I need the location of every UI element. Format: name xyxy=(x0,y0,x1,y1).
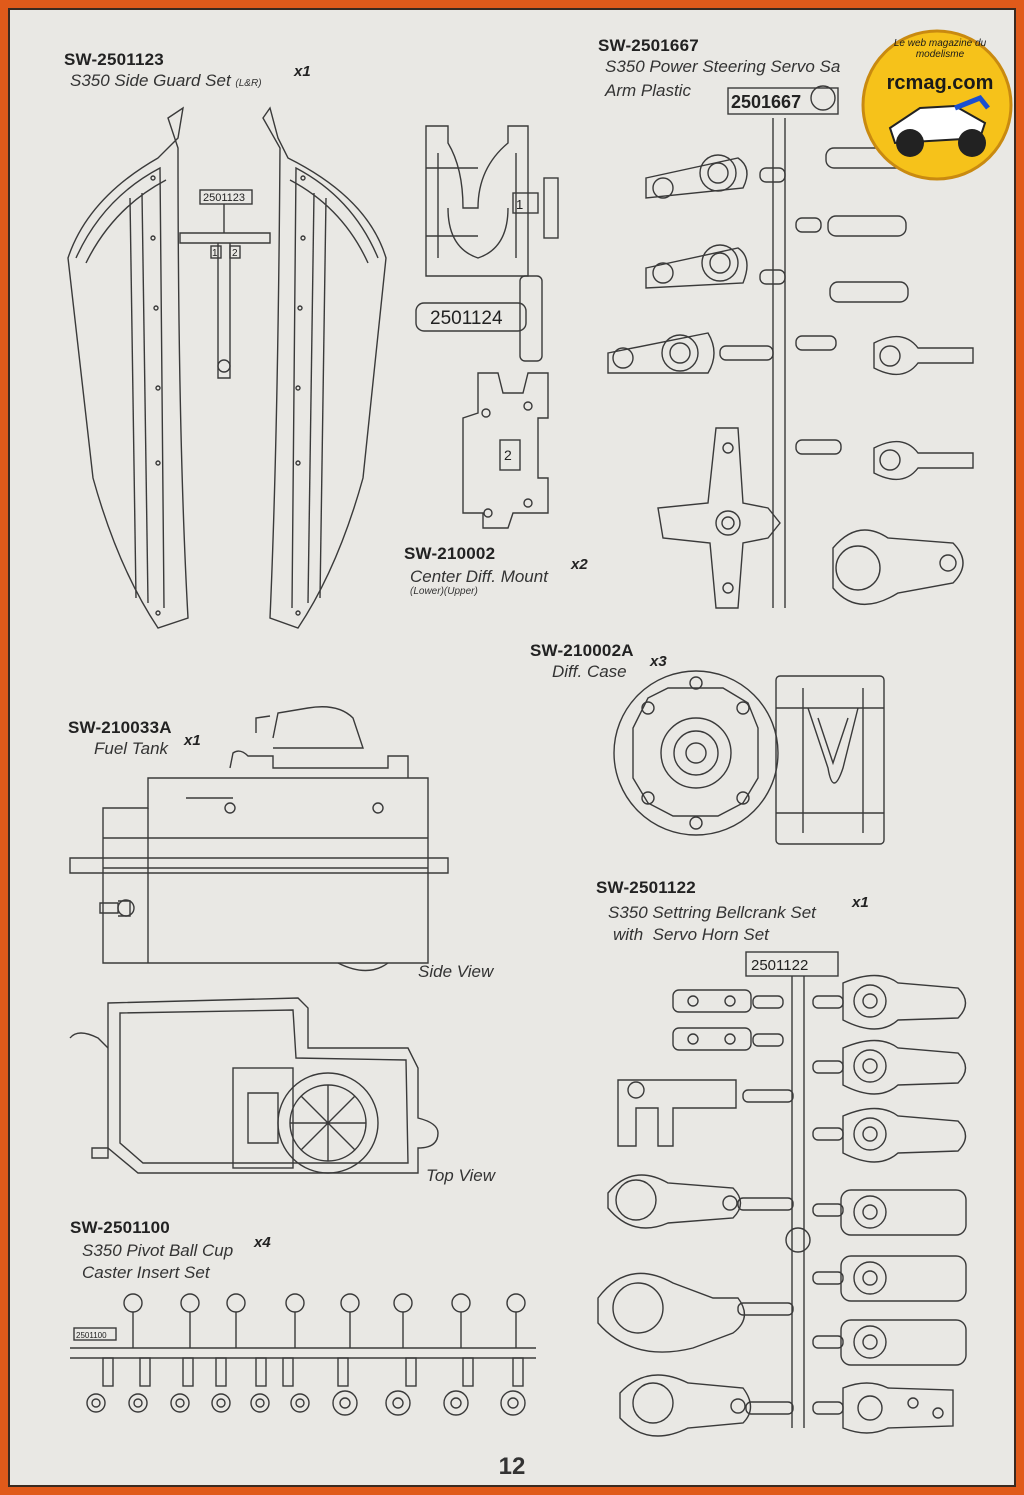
fuel-tank-top-view-label: Top View xyxy=(426,1166,495,1185)
diff-mount-part-num-1: 1 xyxy=(516,197,523,212)
page-number: 12 xyxy=(498,1453,526,1480)
pivot-ball-cup-desc-line1: S350 Pivot Ball Cup xyxy=(82,1241,234,1260)
pivot-ball-cup-qty: x4 xyxy=(254,1234,271,1251)
fuel-tank-side-view-label: Side View xyxy=(418,962,494,981)
side-guard-sprue-num-1: 1 xyxy=(212,248,218,259)
side-guard-desc: S350 Side Guard Set (L&R) xyxy=(70,70,262,95)
diff-case-side-drawing xyxy=(775,675,885,845)
servo-saver-sprue-tag: 2501667 xyxy=(731,92,801,112)
side-guard-qty: x1 xyxy=(294,63,311,80)
fuel-tank-code: SW-210033A xyxy=(68,718,172,737)
pivot-ball-cup-desc-line2: Caster Insert Set xyxy=(82,1263,210,1282)
fuel-tank-top-view-drawing xyxy=(69,997,439,1174)
pivot-ball-cup-sprue-drawing xyxy=(70,1293,536,1416)
center-diff-mount-lower-drawing xyxy=(425,125,559,277)
bellcrank-code: SW-2501122 xyxy=(596,878,696,897)
center-diff-mount-qty: x2 xyxy=(571,556,588,573)
diff-mount-tag: 2501124 xyxy=(430,308,503,329)
servo-saver-desc-line2: Arm Plastic xyxy=(605,81,691,100)
diff-mount-part-num-2: 2 xyxy=(504,447,512,463)
side-guard-code: SW-2501123 xyxy=(64,50,164,69)
servo-saver-code: SW-2501667 xyxy=(598,36,699,55)
diff-case-code: SW-210002A xyxy=(530,641,634,660)
center-diff-mount-code: SW-210002 xyxy=(404,544,496,563)
side-guard-sprue-drawing xyxy=(179,189,271,379)
manual-page: 2501123 1 2 1 2 2501667 2501122 2501100 … xyxy=(8,8,1016,1487)
parts-line-art: 2501123 1 2 1 2 2501667 2501122 2501100 … xyxy=(67,85,974,1437)
side-guard-name: S350 Side Guard Set xyxy=(70,71,231,90)
side-guard-note: (L&R) xyxy=(235,78,262,89)
center-diff-mount-name: Center Diff. Mount xyxy=(410,567,548,586)
logo-brand: rcmag.com xyxy=(886,72,994,94)
center-diff-mount-upper-drawing xyxy=(462,372,549,529)
bellcrank-sprue-tag: 2501122 xyxy=(751,957,808,974)
pivot-ball-cup-sprue-tag: 2501100 xyxy=(76,1331,107,1340)
diff-case-name: Diff. Case xyxy=(552,662,627,681)
sprue-nub xyxy=(519,275,543,362)
rcmag-logo: Le web magazine du modelisme rcmag.com xyxy=(860,28,1014,182)
servo-saver-sprue-drawing xyxy=(607,85,974,609)
bellcrank-desc-line2: with Servo Horn Set xyxy=(613,925,769,944)
side-guard-right-drawing xyxy=(262,106,387,629)
diff-case-qty: x3 xyxy=(650,653,667,670)
logo-badge-icon xyxy=(861,29,1013,181)
fuel-tank-qty: x1 xyxy=(184,732,201,749)
center-diff-mount-note: (Lower)(Upper) xyxy=(410,586,478,597)
bellcrank-desc-line1: S350 Settring Bellcrank Set xyxy=(608,903,816,922)
bellcrank-qty: x1 xyxy=(852,894,869,911)
side-guard-sprue-num-2: 2 xyxy=(232,248,238,259)
logo-tagline: Le web magazine du modelisme xyxy=(893,38,987,60)
diff-case-round-drawing xyxy=(613,670,779,836)
fuel-tank-name: Fuel Tank xyxy=(94,739,169,758)
pivot-ball-cup-code: SW-2501100 xyxy=(70,1218,170,1237)
servo-saver-desc-line1: S350 Power Steering Servo Sa xyxy=(605,57,841,76)
diff-mount-tag-plate xyxy=(415,302,527,332)
fuel-tank-side-view-drawing xyxy=(69,706,449,972)
side-guard-sprue-tag: 2501123 xyxy=(203,192,245,204)
side-guard-left-drawing xyxy=(67,106,189,629)
bellcrank-sprue-drawing xyxy=(597,951,967,1437)
